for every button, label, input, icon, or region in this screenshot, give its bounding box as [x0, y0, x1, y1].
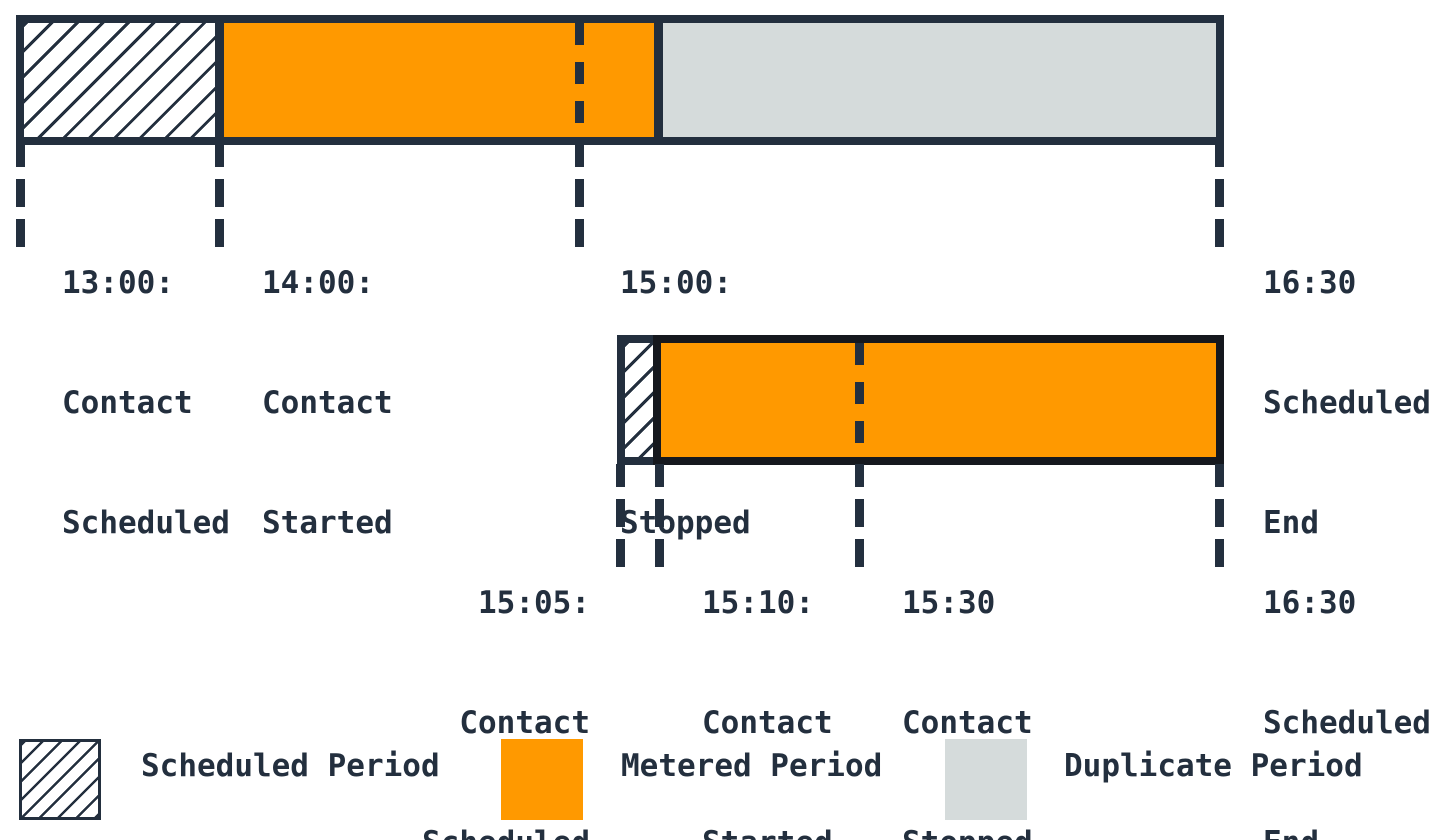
contact-stopped-dashed-line	[575, 23, 584, 137]
event-text: Scheduled	[1263, 705, 1431, 741]
event-label-scheduled-end-top: 16:30 Scheduled End	[1263, 183, 1431, 623]
event-label-contact-stopped-15-30: 15:30 Contact Stopped	[902, 503, 1033, 840]
event-text: Scheduled	[1263, 385, 1431, 421]
event-text: Stopped	[902, 823, 1033, 840]
event-text: Scheduled	[330, 823, 590, 840]
event-text: Contact	[702, 705, 833, 741]
timeline-top-bar	[16, 15, 1224, 145]
event-time: 15:10:	[702, 585, 814, 621]
event-text: Contact	[902, 705, 1033, 741]
tick-15-10	[655, 464, 664, 567]
event-text: End	[1263, 505, 1319, 541]
tick-15-05	[616, 464, 625, 567]
event-text: End	[1263, 823, 1431, 840]
event-time: 14:00:	[262, 265, 374, 301]
contact-stopped-dashed-line-2	[855, 343, 864, 457]
event-text: Started	[702, 823, 833, 840]
event-text: Contact	[459, 705, 590, 741]
tick-16-30-bottom	[1215, 464, 1224, 567]
contact-started-divider	[215, 23, 224, 137]
event-label-contact-scheduled-15-05: 15:05: Contact Scheduled	[330, 503, 590, 840]
legend-label-metered-period: Metered Period	[621, 748, 883, 784]
tick-15-30	[855, 464, 864, 567]
scheduled-period-segment	[24, 23, 215, 137]
tick-15-00	[575, 144, 584, 247]
event-label-contact-started-14-00: 14:00: Contact Started	[262, 183, 393, 623]
duplicate-start-divider	[654, 23, 663, 137]
tick-13-00	[16, 144, 25, 247]
event-time: 13:00:	[62, 265, 174, 301]
scheduled-period-segment-2	[625, 343, 653, 457]
legend-swatch-metered-period	[501, 739, 583, 820]
metered-period-segment-2	[653, 335, 1224, 465]
event-text: Started	[262, 505, 393, 541]
event-label-scheduled-end-bottom: 16:30 Scheduled End	[1263, 503, 1431, 840]
legend-swatch-scheduled-period	[19, 739, 101, 820]
event-text: Scheduled	[62, 505, 230, 541]
event-time: 16:30	[1263, 585, 1357, 621]
event-label-contact-started-15-10: 15:10: Contact Started	[702, 503, 833, 840]
event-time: 15:00:	[620, 265, 732, 301]
event-label-contact-scheduled-13-00: 13:00: Contact Scheduled	[62, 183, 230, 623]
tick-16-30-top	[1215, 144, 1224, 247]
legend-label-scheduled-period: Scheduled Period	[141, 748, 440, 784]
event-text: Stopped	[620, 505, 751, 541]
tick-14-00	[215, 144, 224, 247]
legend-label-duplicate-period: Duplicate Period	[1064, 748, 1363, 784]
event-time: 15:30	[902, 585, 996, 621]
event-text: Contact	[62, 385, 193, 421]
metered-period-segment	[224, 23, 654, 137]
event-time: 15:05:	[478, 585, 590, 621]
legend-swatch-duplicate-period	[945, 739, 1027, 820]
duplicate-period-segment	[663, 23, 1216, 137]
event-text: Contact	[262, 385, 393, 421]
event-time: 16:30	[1263, 265, 1357, 301]
